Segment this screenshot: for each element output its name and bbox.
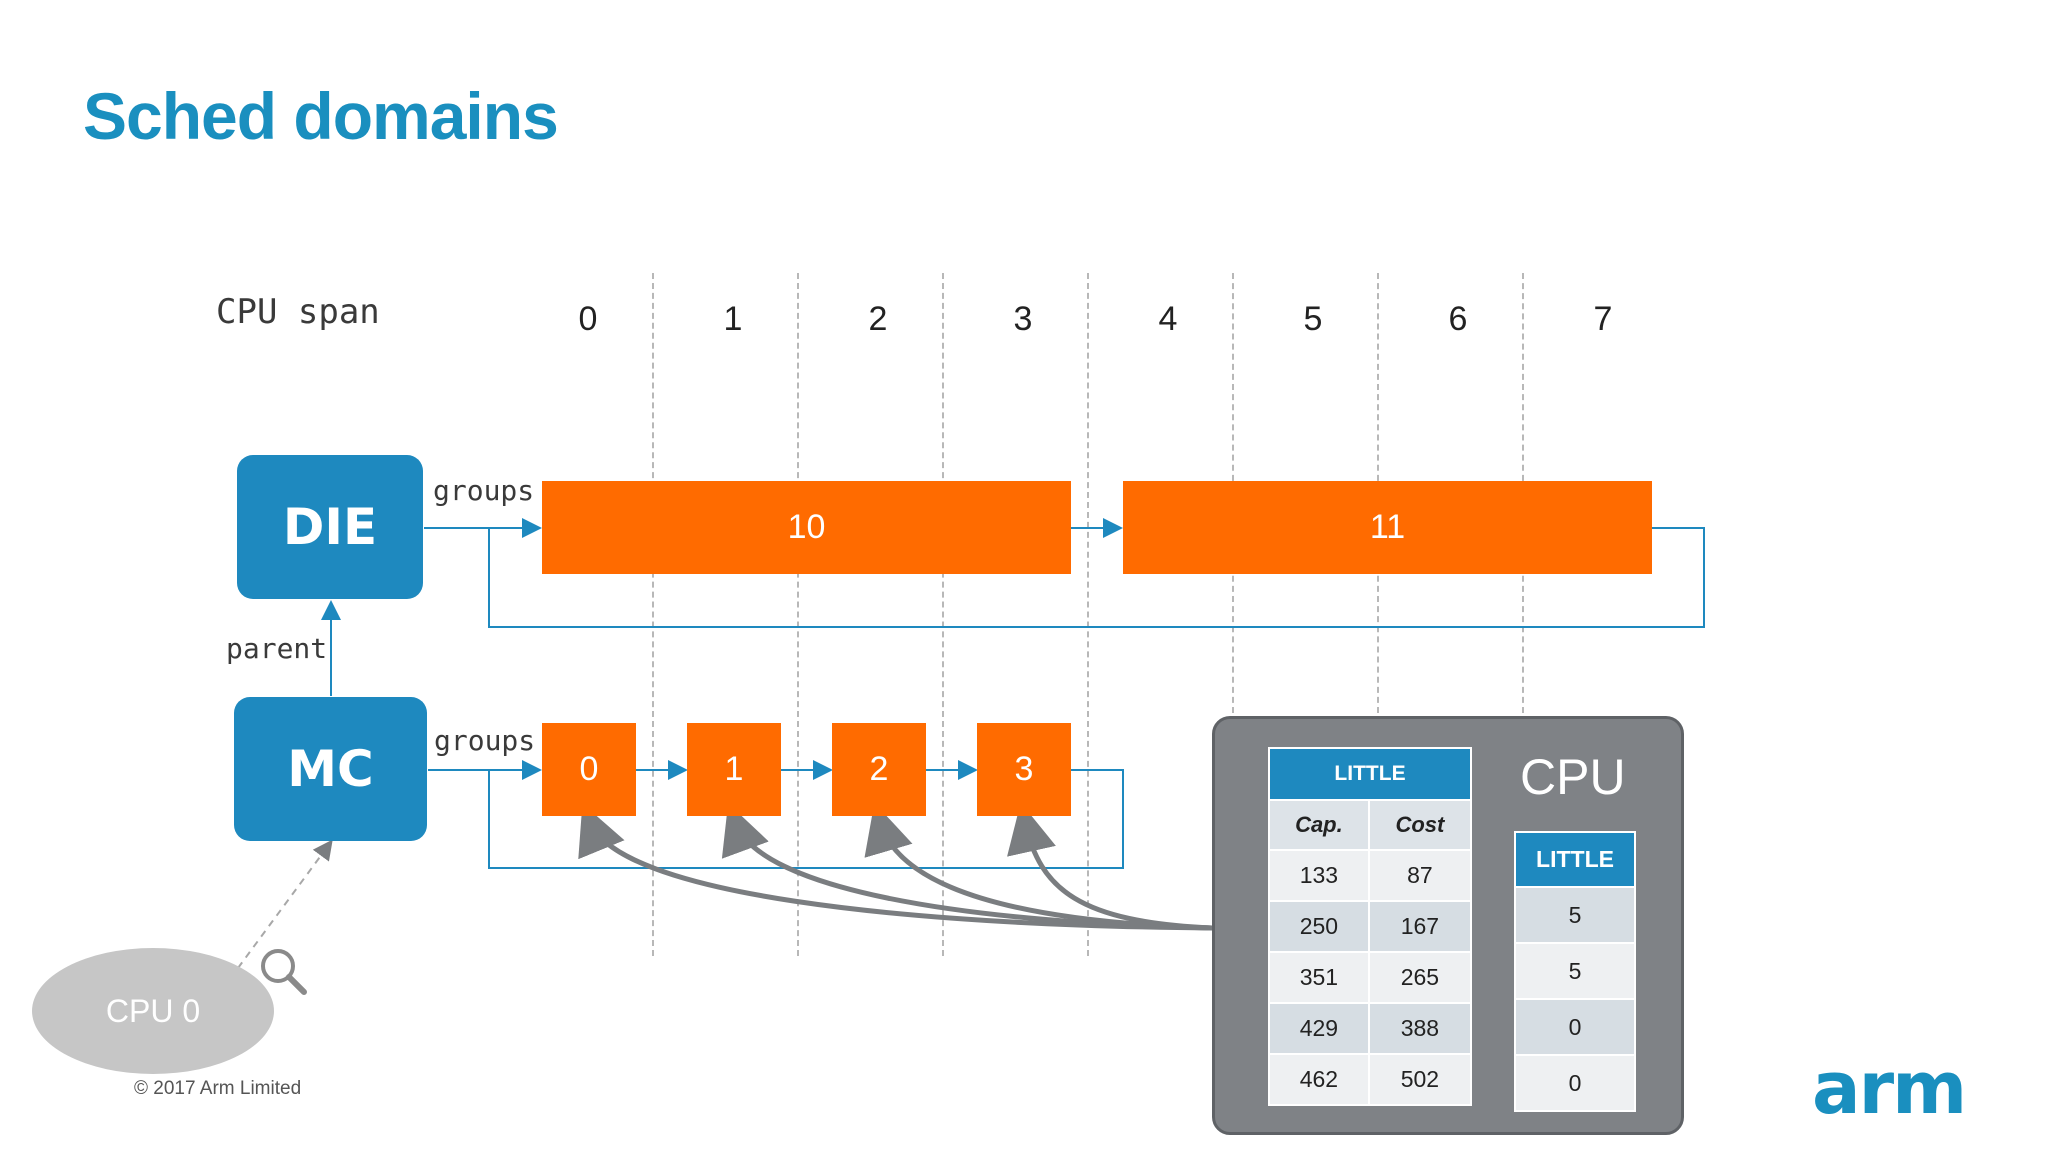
capacity-cell: 429 xyxy=(1268,1002,1370,1055)
cpu-divider xyxy=(652,273,654,956)
cpu-divider xyxy=(1087,273,1089,956)
cost-cell: 388 xyxy=(1367,1002,1473,1055)
capacity-table-header: LITTLE xyxy=(1268,747,1472,801)
idle-value-cell: 0 xyxy=(1514,998,1636,1056)
cost-cell: 167 xyxy=(1367,900,1473,953)
idle-value-cell: 5 xyxy=(1514,886,1636,944)
parent-label: parent xyxy=(226,632,328,665)
mc-group-2: 2 xyxy=(832,723,926,816)
capacity-cell: 351 xyxy=(1268,951,1370,1004)
cpu-number-1: 1 xyxy=(723,300,743,338)
mc-group-0: 0 xyxy=(542,723,636,816)
cpu-divider xyxy=(942,273,944,956)
cpu-number-2: 2 xyxy=(868,300,888,338)
die-group-11: 11 xyxy=(1123,481,1652,574)
capacity-cell: 462 xyxy=(1268,1053,1370,1106)
cpu-panel-title: CPU xyxy=(1520,749,1626,805)
arm-logo: arm xyxy=(1812,1046,1967,1130)
cpu-number-3: 3 xyxy=(1013,300,1033,338)
mc-group-3: 3 xyxy=(977,723,1071,816)
cost-cell: 265 xyxy=(1367,951,1473,1004)
mc-groups-label: groups xyxy=(434,724,536,757)
cpu-number-4: 4 xyxy=(1158,300,1178,338)
die-groups-label: groups xyxy=(433,474,535,507)
column-header-capacity: Cap. xyxy=(1268,799,1370,851)
copyright-text: © 2017 Arm Limited xyxy=(134,1078,302,1099)
cpu-number-7: 7 xyxy=(1593,300,1613,338)
cost-cell: 87 xyxy=(1367,849,1473,902)
cpu-number-0: 0 xyxy=(578,300,598,338)
capacity-cost-table: LITTLE Cap. Cost 133 87 250 167 351 265 … xyxy=(1268,747,1473,1106)
cpu-number-6: 6 xyxy=(1448,300,1468,338)
cost-cell: 502 xyxy=(1367,1053,1473,1106)
cpu-divider xyxy=(797,273,799,956)
cpu-number-5: 5 xyxy=(1303,300,1323,338)
capacity-cell: 250 xyxy=(1268,900,1370,953)
column-header-cost: Cost xyxy=(1367,799,1473,851)
idle-table-header: LITTLE xyxy=(1514,831,1636,888)
slide-title: Sched domains xyxy=(83,79,559,153)
capacity-cell: 133 xyxy=(1268,849,1370,902)
die-domain-box: DIE xyxy=(237,455,423,599)
mc-domain-box: MC xyxy=(234,697,427,841)
die-group-10: 10 xyxy=(542,481,1071,574)
idle-state-table: LITTLE 5 5 0 0 xyxy=(1514,831,1636,1112)
idle-value-cell: 5 xyxy=(1514,942,1636,1000)
mc-group-1: 1 xyxy=(687,723,781,816)
cpu-span-label: CPU span xyxy=(216,292,380,332)
idle-value-cell: 0 xyxy=(1514,1054,1636,1112)
cpu0-node: CPU 0 xyxy=(32,948,274,1074)
magnifier-icon xyxy=(261,949,307,995)
